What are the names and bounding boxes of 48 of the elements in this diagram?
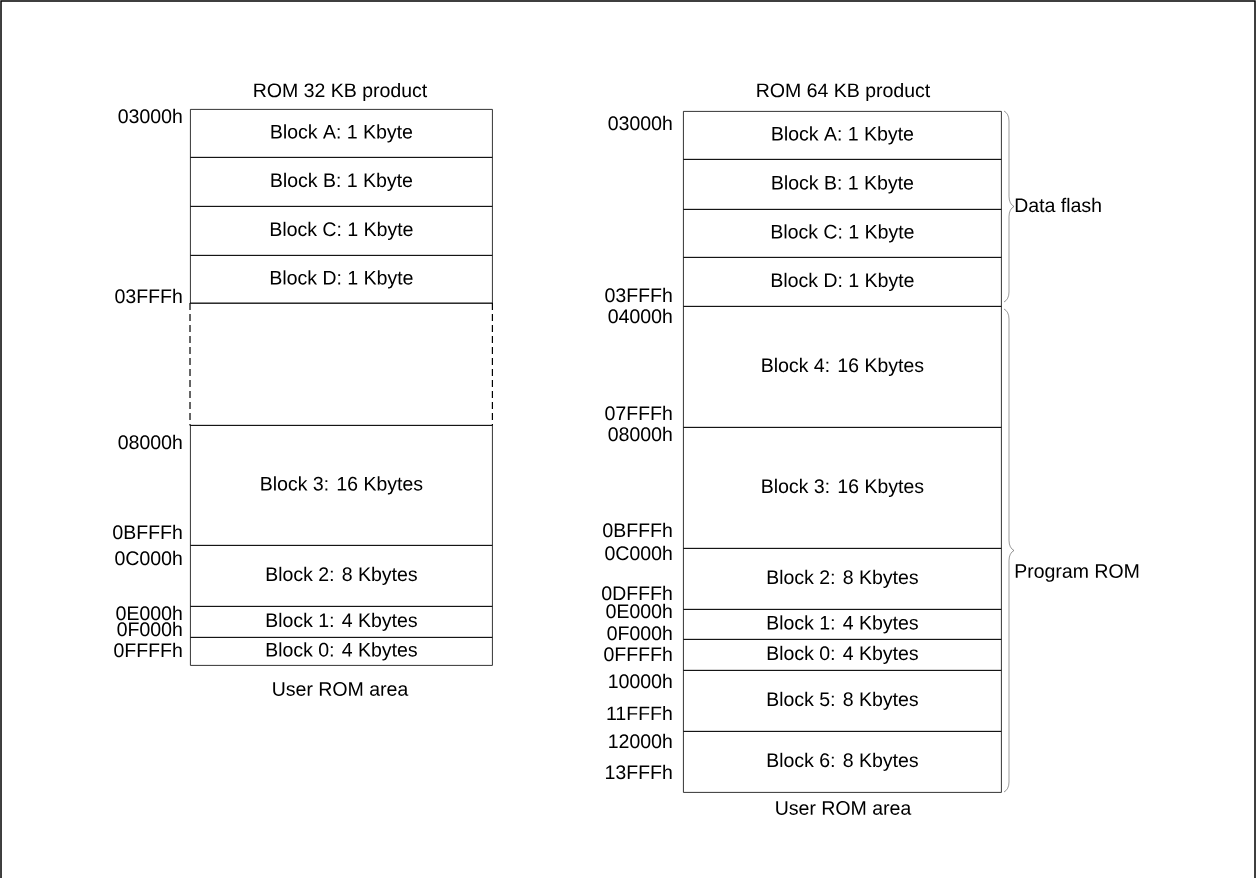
- address-label: 0E000h: [606, 603, 672, 619]
- memory-block: Block B: 1 Kbyte: [190, 157, 493, 207]
- brace-label: Data flash: [1015, 197, 1101, 213]
- memory-block: Block 2: 8 Kbytes: [683, 548, 1002, 610]
- address-label: 12000h: [609, 733, 672, 749]
- address-label: 0F000h: [607, 625, 672, 641]
- address-label: 0FFFFh: [604, 646, 672, 662]
- memory-block: Block 3: 16 Kbytes: [190, 425, 493, 546]
- brace-label: Program ROM: [1015, 564, 1139, 582]
- memory-block: Block B: 1 Kbyte: [683, 159, 1002, 210]
- memory-block: Block D: 1 Kbyte: [190, 255, 493, 304]
- memory-block: Block A: 1 Kbyte: [190, 109, 493, 158]
- memory-block: Block 2: 8 Kbytes: [190, 545, 493, 607]
- address-label: 0BFFFh: [113, 524, 182, 540]
- memory-block: Block 1: 4 Kbytes: [190, 606, 493, 638]
- memory-block: Block 0: 4 Kbytes: [190, 637, 493, 666]
- address-label: 03FFFh: [605, 287, 672, 303]
- address-label: 08000h: [118, 434, 182, 450]
- memory-block: Block 5: 8 Kbytes: [683, 670, 1002, 732]
- address-label: 0F000h: [117, 621, 182, 637]
- address-label: 11FFFh: [607, 705, 672, 721]
- memory-block: Block 3: 16 Kbytes: [683, 427, 1002, 549]
- address-label: 03000h: [118, 108, 182, 124]
- address-label: 0C000h: [605, 545, 672, 561]
- address-label: 0C000h: [115, 550, 182, 566]
- area-caption: User ROM area: [273, 682, 409, 696]
- address-label: 03000h: [608, 115, 672, 131]
- address-label: 08000h: [608, 426, 672, 442]
- address-label: 0FFFFh: [114, 642, 182, 658]
- memory-block: Block C: 1 Kbyte: [683, 209, 1002, 258]
- address-label: 0DFFFh: [602, 585, 672, 601]
- reserved-area: [189, 302, 493, 426]
- address-label: 10000h: [609, 673, 672, 689]
- memory-block: Block C: 1 Kbyte: [190, 206, 493, 256]
- address-label: 0BFFFh: [603, 522, 672, 538]
- address-label: 03FFFh: [115, 288, 182, 304]
- memory-block: Block A: 1 Kbyte: [683, 111, 1002, 160]
- address-label: 13FFFh: [606, 764, 672, 780]
- memory-block: Block 6: 8 Kbytes: [683, 731, 1002, 793]
- memory-block: Block 4: 16 Kbytes: [683, 306, 1002, 428]
- memory-block: Block D: 1 Kbyte: [683, 257, 1002, 307]
- address-label: 04000h: [608, 308, 672, 324]
- column-title: ROM 32 KB product: [254, 82, 428, 102]
- memory-block: Block 1: 4 Kbytes: [683, 609, 1002, 640]
- memory-block: Block 0: 4 Kbytes: [683, 639, 1002, 671]
- address-label: 07FFFh: [605, 405, 672, 421]
- column-title: ROM 64 KB product: [757, 82, 931, 102]
- address-label: 0E000h: [116, 605, 182, 621]
